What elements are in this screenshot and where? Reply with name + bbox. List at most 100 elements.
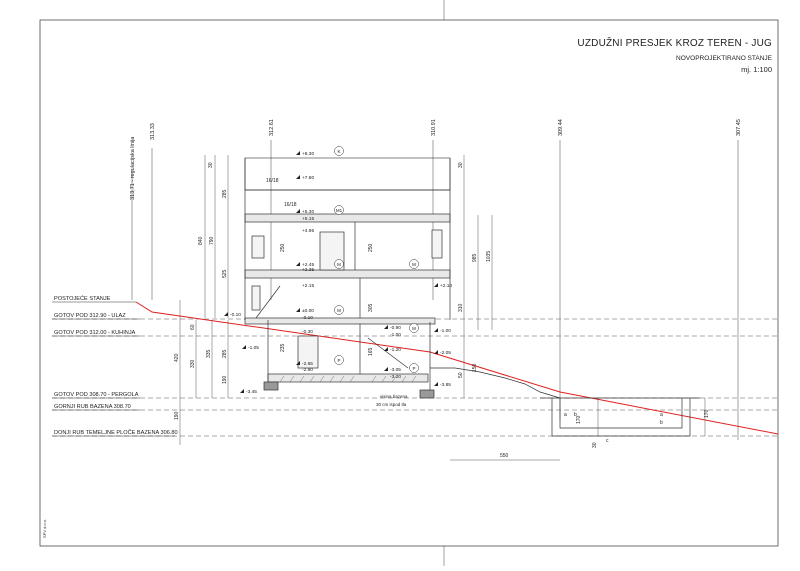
- dimension-label: 170: [704, 409, 710, 418]
- terrain-height-label: 307.45: [736, 119, 742, 136]
- pool-label: a: [660, 412, 663, 418]
- elevation-mark: +8.30: [302, 151, 314, 157]
- level-labels: POSTOJEĆE STANJE GOTOV POD 312.90 - ULAZ…: [54, 295, 178, 436]
- dimension-label: 50: [458, 372, 464, 378]
- dimension-label: 190: [222, 375, 228, 384]
- pool-labels: a b a b c: [564, 412, 663, 444]
- dimension-labels: 840 790 525 285 250 250 305 985 1035 310…: [174, 162, 710, 459]
- dimension-label: 16/18: [284, 202, 297, 208]
- room-mark: P: [337, 358, 340, 363]
- note-pool-height: visina bazena: [380, 394, 408, 399]
- room-marks: [334, 146, 419, 373]
- building-section: [244, 157, 561, 399]
- elevation-mark: -3.85: [440, 382, 451, 388]
- elevation-mark: -2.65: [302, 361, 313, 367]
- pool-section: [540, 397, 700, 437]
- terrain-height-labels: 313,71 - regulacijska linija 313.33 312.…: [130, 119, 742, 200]
- dimension-label: 150: [472, 363, 478, 372]
- elevation-mark: +2.10: [440, 283, 452, 289]
- elevation-mark: -1.05: [248, 345, 259, 351]
- elevation-mark: -1.00: [440, 328, 451, 334]
- dimension-label: 550: [500, 453, 509, 459]
- elevation-mark: -1.20: [390, 347, 401, 353]
- level-label-pool-top: GORNJI RUB BAZENA 308.70: [54, 404, 131, 410]
- level-label-pool-bottom: DONJI RUB TEMELJNE PLOČE BAZENA 306.80: [54, 429, 178, 436]
- dimension-label: 170: [576, 415, 582, 424]
- terrain-height-label: 313,71 - regulacijska linija: [130, 136, 136, 200]
- elevation-mark: -0.90: [390, 325, 401, 331]
- dimension-label: 420: [174, 353, 180, 362]
- elevation-mark: +7.80: [302, 175, 314, 181]
- drawing-scale: mj. 1:100: [741, 65, 772, 74]
- terrain-height-label: 310.91: [431, 119, 437, 136]
- level-label-kitchen: GOTOV POD 312.00 - KUHINJA: [54, 330, 136, 336]
- dimension-label: 305: [368, 303, 374, 312]
- dimension-label: 190: [174, 411, 180, 420]
- room-mark: P: [412, 366, 415, 371]
- elevation-mark: -2.80: [302, 367, 313, 373]
- elevation-mark: -3.05: [390, 367, 401, 373]
- dimension-label: 30: [458, 162, 464, 168]
- dimension-label: 250: [280, 243, 286, 252]
- elevation-marks: +8.30 +7.80 +5.30 +5.15 +4.95 +2.45 +2.3…: [230, 151, 452, 395]
- title-block: UZDUŽNI PRESJEK KROZ TEREN - JUG NOVOPRO…: [577, 38, 772, 74]
- dimension-label: 840: [198, 236, 204, 245]
- elevation-mark: -0.10: [302, 315, 313, 321]
- terrain-height-label: 309.44: [558, 119, 564, 136]
- pool-label: c: [606, 438, 609, 444]
- elevation-mark: +2.35: [302, 267, 314, 273]
- pool-label: a: [564, 412, 567, 418]
- elevation-mark: -2.05: [440, 350, 451, 356]
- room-mark: M: [337, 308, 341, 313]
- terrain-height-label: 313.33: [150, 123, 156, 140]
- elevation-mark: -0.30: [302, 329, 313, 335]
- dimension-label: 1035: [486, 251, 492, 262]
- elevation-mark-symbols: [224, 151, 438, 393]
- dimension-label: 310: [458, 303, 464, 312]
- elevation-mark: -0.10: [230, 312, 241, 318]
- room-mark: M: [412, 262, 416, 267]
- room-mark: M1: [336, 208, 343, 213]
- pool-label: b: [660, 420, 663, 426]
- terrain-height-label: 312.61: [269, 119, 275, 136]
- dimension-label: 330: [190, 359, 196, 368]
- drawing-subtitle: NOVOPROJEKTIRANO STANJE: [676, 55, 772, 62]
- dimension-label: 30: [592, 442, 598, 448]
- room-mark-labels: K M1 M M M M P P: [336, 149, 416, 371]
- sheet-border: [39, 19, 779, 547]
- ground-hatch: [279, 375, 417, 383]
- dimension-label: 285: [222, 349, 228, 358]
- elevation-mark: +2.45: [302, 262, 314, 268]
- dimension-label: 235: [280, 343, 286, 352]
- dimension-label: 790: [209, 236, 215, 245]
- dimension-label: 525: [222, 269, 228, 278]
- elevation-mark: +5.15: [302, 216, 314, 222]
- dimension-label: 165: [368, 347, 374, 356]
- level-label-underlines: [52, 301, 175, 437]
- elevation-mark: ±0.00: [302, 308, 314, 314]
- dimension-label: 985: [472, 253, 478, 262]
- elevation-mark: +2.15: [302, 283, 314, 289]
- elevation-mark: -1.00: [390, 332, 401, 338]
- level-label-entrance: GOTOV POD 312.90 - ULAZ: [54, 313, 126, 319]
- room-mark: M: [412, 326, 416, 331]
- sheet-code: SPV d.o.o.: [42, 519, 47, 538]
- room-mark: K: [337, 149, 340, 154]
- elevation-mark: -3.45: [246, 389, 257, 395]
- dimension-label: 16/18: [266, 178, 279, 184]
- elevation-mark: +5.30: [302, 209, 314, 215]
- elevation-mark: +4.95: [302, 228, 314, 234]
- dimension-label: 60: [190, 324, 196, 330]
- dimension-label: 285: [222, 189, 228, 198]
- dimension-chains: [179, 155, 706, 461]
- notes: visina bazena 30 cm ispod tla: [376, 394, 408, 407]
- dimension-label: 335: [206, 349, 212, 358]
- note-below-ground: 30 cm ispod tla: [376, 402, 407, 407]
- dimension-label: 30: [208, 162, 214, 168]
- elevation-mark: -3.20: [390, 374, 401, 380]
- level-label-existing: POSTOJEĆE STANJE: [54, 295, 111, 302]
- room-mark: M: [337, 262, 341, 267]
- drawing-title: UZDUŽNI PRESJEK KROZ TEREN - JUG: [577, 38, 772, 49]
